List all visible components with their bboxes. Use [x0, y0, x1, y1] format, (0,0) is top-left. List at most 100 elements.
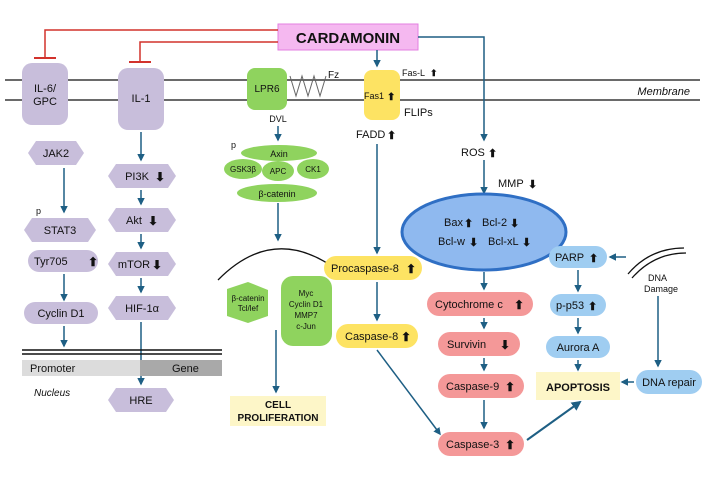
- lpr6-label: LPR6: [254, 84, 279, 95]
- mmp-label: MMP: [498, 178, 524, 190]
- down-arrow-icon: ⬇: [148, 214, 158, 228]
- up-arrow-icon: ⬆: [588, 301, 597, 313]
- apc-label: APC: [270, 167, 287, 176]
- caspase-8-node: [336, 324, 418, 348]
- promoter-label: Promoter: [30, 363, 76, 375]
- caspase-9-label: Caspase-9: [446, 381, 499, 393]
- ros-label: ROS: [461, 147, 485, 159]
- gpc-label: GPC: [33, 96, 57, 108]
- up-arrow-icon: ⬆: [514, 298, 524, 312]
- dna-strand-icon-2: [631, 252, 687, 279]
- bcl2-label: Bcl-2: [482, 217, 507, 229]
- down-arrow-icon: ⬇: [152, 258, 162, 272]
- bcat-tcf-node: [227, 282, 268, 323]
- p53-node: [550, 294, 606, 316]
- up-arrow-icon: ⬆: [505, 380, 515, 394]
- hre-node: [108, 388, 174, 412]
- up-arrow-icon: ⬆: [387, 130, 396, 142]
- down-arrow-icon: ⬇: [510, 218, 519, 230]
- hre-label: HRE: [129, 395, 152, 407]
- cyclin-d1-node: [24, 302, 98, 324]
- caspase-3-node: [438, 432, 524, 456]
- target-myc: Myc: [299, 289, 314, 298]
- jak2-node: [28, 141, 84, 165]
- prolif-label-1: CELL: [265, 400, 291, 411]
- up-arrow-icon: ⬆: [401, 330, 411, 344]
- bcat-tcf-label-1: β-catenin: [231, 294, 264, 303]
- fas1-label: Fas1: [364, 91, 384, 101]
- cytochrome-c-label: Cytochrome c: [435, 299, 503, 311]
- pi3k-label: PI3K: [125, 171, 150, 183]
- up-arrow-icon: ⬆: [464, 218, 473, 230]
- arrow-card-ros: [418, 36, 488, 142]
- il6-label: IL-6/: [34, 83, 57, 95]
- procaspase-8-label: Procaspase-8: [331, 263, 399, 275]
- nucleus-label: Nucleus: [34, 388, 70, 399]
- wnt-targets-node: [281, 276, 332, 346]
- il1-label: IL-1: [132, 93, 151, 105]
- promoter-region: [22, 360, 150, 376]
- membrane-label: Membrane: [637, 86, 690, 98]
- parp-label: PARP: [555, 252, 584, 264]
- cyclin-d1-label: Cyclin D1: [37, 308, 84, 320]
- tyr705-node: [28, 250, 98, 272]
- dna-repair-node: [636, 370, 702, 394]
- akt-label: Akt: [126, 215, 142, 227]
- up-arrow-icon: ⬆: [505, 438, 515, 452]
- stat3-label: STAT3: [44, 225, 77, 237]
- jak2-label: JAK2: [43, 148, 69, 160]
- aurora-a-node: [546, 336, 610, 358]
- dna-damage-label-2: Damage: [644, 284, 678, 294]
- lpr6-receptor: [247, 68, 287, 110]
- bax-label: Bax: [444, 217, 463, 229]
- hif-node: [108, 296, 176, 320]
- bclxl-label: Bcl-xL: [488, 236, 519, 248]
- wnt-nucleus-arc: [217, 248, 341, 281]
- dna-damage-label-1: DNA: [648, 273, 667, 283]
- gene-region: [140, 360, 222, 376]
- stat3-node: [24, 218, 96, 242]
- apoptosis-box: [536, 372, 620, 400]
- apoptosis-label: APOPTOSIS: [546, 382, 610, 394]
- up-arrow-icon: ⬆: [589, 253, 598, 265]
- akt-node: [108, 208, 176, 232]
- caspase-8-label: Caspase-8: [345, 331, 398, 343]
- beta-catenin-node: [237, 184, 317, 202]
- prolif-label-2: PROLIFERATION: [238, 413, 319, 424]
- down-arrow-icon: ⬇: [528, 179, 537, 191]
- cytochrome-c-node: [427, 292, 533, 316]
- bclw-label: Bcl-w: [438, 236, 465, 248]
- dvl-label: DVL: [269, 114, 287, 124]
- fz-label: Fz: [328, 70, 339, 81]
- gsk3b-label: GSK3β: [230, 165, 256, 174]
- dna-strand-icon: [627, 247, 685, 275]
- beta-catenin-label: β-catenin: [258, 189, 295, 199]
- down-arrow-icon: ⬇: [155, 170, 165, 184]
- bcat-tcf-label-2: Tcl/lef: [238, 304, 259, 313]
- cell-proliferation-box: [230, 396, 326, 426]
- inhibit-line-il6: [44, 29, 278, 58]
- pi3k-node: [108, 164, 176, 188]
- down-arrow-icon: ⬇: [500, 338, 510, 352]
- arrow-casp8-casp3: [376, 349, 441, 436]
- up-arrow-icon: ⬆: [387, 92, 395, 103]
- target-cjun: c-Jun: [296, 322, 316, 331]
- gene-label: Gene: [172, 363, 199, 375]
- axin-label: Axin: [270, 149, 288, 159]
- apc-node: [262, 161, 294, 181]
- mtor-node: [108, 252, 176, 276]
- fz-receptor-icon: [289, 74, 327, 98]
- target-mmp7: MMP7: [294, 311, 318, 320]
- il6-gpc-receptor: [22, 63, 68, 125]
- up-arrow-icon: ⬆: [88, 255, 98, 269]
- p53-label: p-p53: [556, 300, 584, 312]
- survivin-label: Survivin: [447, 339, 486, 351]
- down-arrow-icon: ⬇: [522, 237, 531, 249]
- procaspase-8-node: [324, 256, 422, 280]
- inhibit-line-il1: [139, 41, 278, 62]
- up-arrow-icon: ⬆: [488, 148, 497, 160]
- aurora-a-label: Aurora A: [557, 342, 600, 354]
- target-cyclin: Cyclin D1: [289, 300, 324, 309]
- dna-repair-label: DNA repair: [642, 377, 696, 389]
